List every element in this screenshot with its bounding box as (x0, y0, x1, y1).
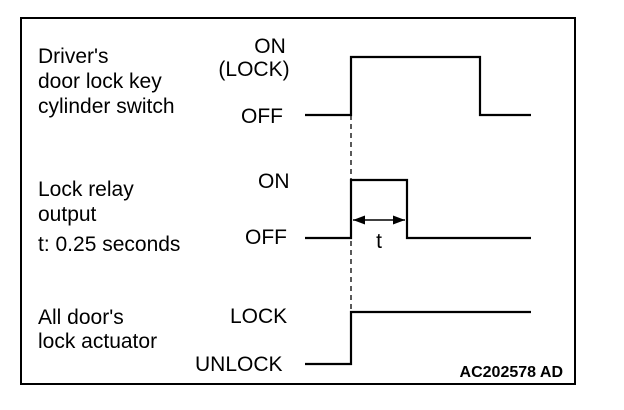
pulse-width-arrowhead-left (353, 215, 365, 225)
figure-code: AC202578 AD (460, 364, 563, 381)
signal-1-label-line-3: cylinder switch (38, 95, 175, 118)
signal-1-label-line-2: door lock key (38, 70, 162, 93)
signal-3-label-line-1: All door's (38, 306, 124, 329)
signal-1-high-label: ON (254, 35, 286, 58)
signal-2-low-label: OFF (245, 226, 287, 249)
signal-3-waveform (305, 310, 531, 366)
signal-2-label-line-1: Lock relay (38, 178, 134, 201)
signal-3-low-label: UNLOCK (195, 353, 283, 376)
signal-1-label-line-1: Driver's (38, 45, 109, 68)
signal-1-waveform (305, 55, 531, 117)
signal-3-high-label: LOCK (230, 305, 287, 328)
signal-2-high-label: ON (258, 170, 290, 193)
signal-2-label-line-2: output (38, 203, 97, 226)
signal-2-waveform (305, 178, 531, 240)
pulse-width-arrowhead-right (393, 215, 405, 225)
diagram-frame (20, 17, 576, 385)
signal-1-high-sublabel: (LOCK) (218, 58, 289, 81)
signal-2-label-line-3: t: 0.25 seconds (38, 233, 180, 256)
pulse-width-label: t (376, 230, 382, 253)
signal-1-low-label: OFF (241, 105, 283, 128)
signal-3-label-line-2: lock actuator (38, 330, 157, 353)
